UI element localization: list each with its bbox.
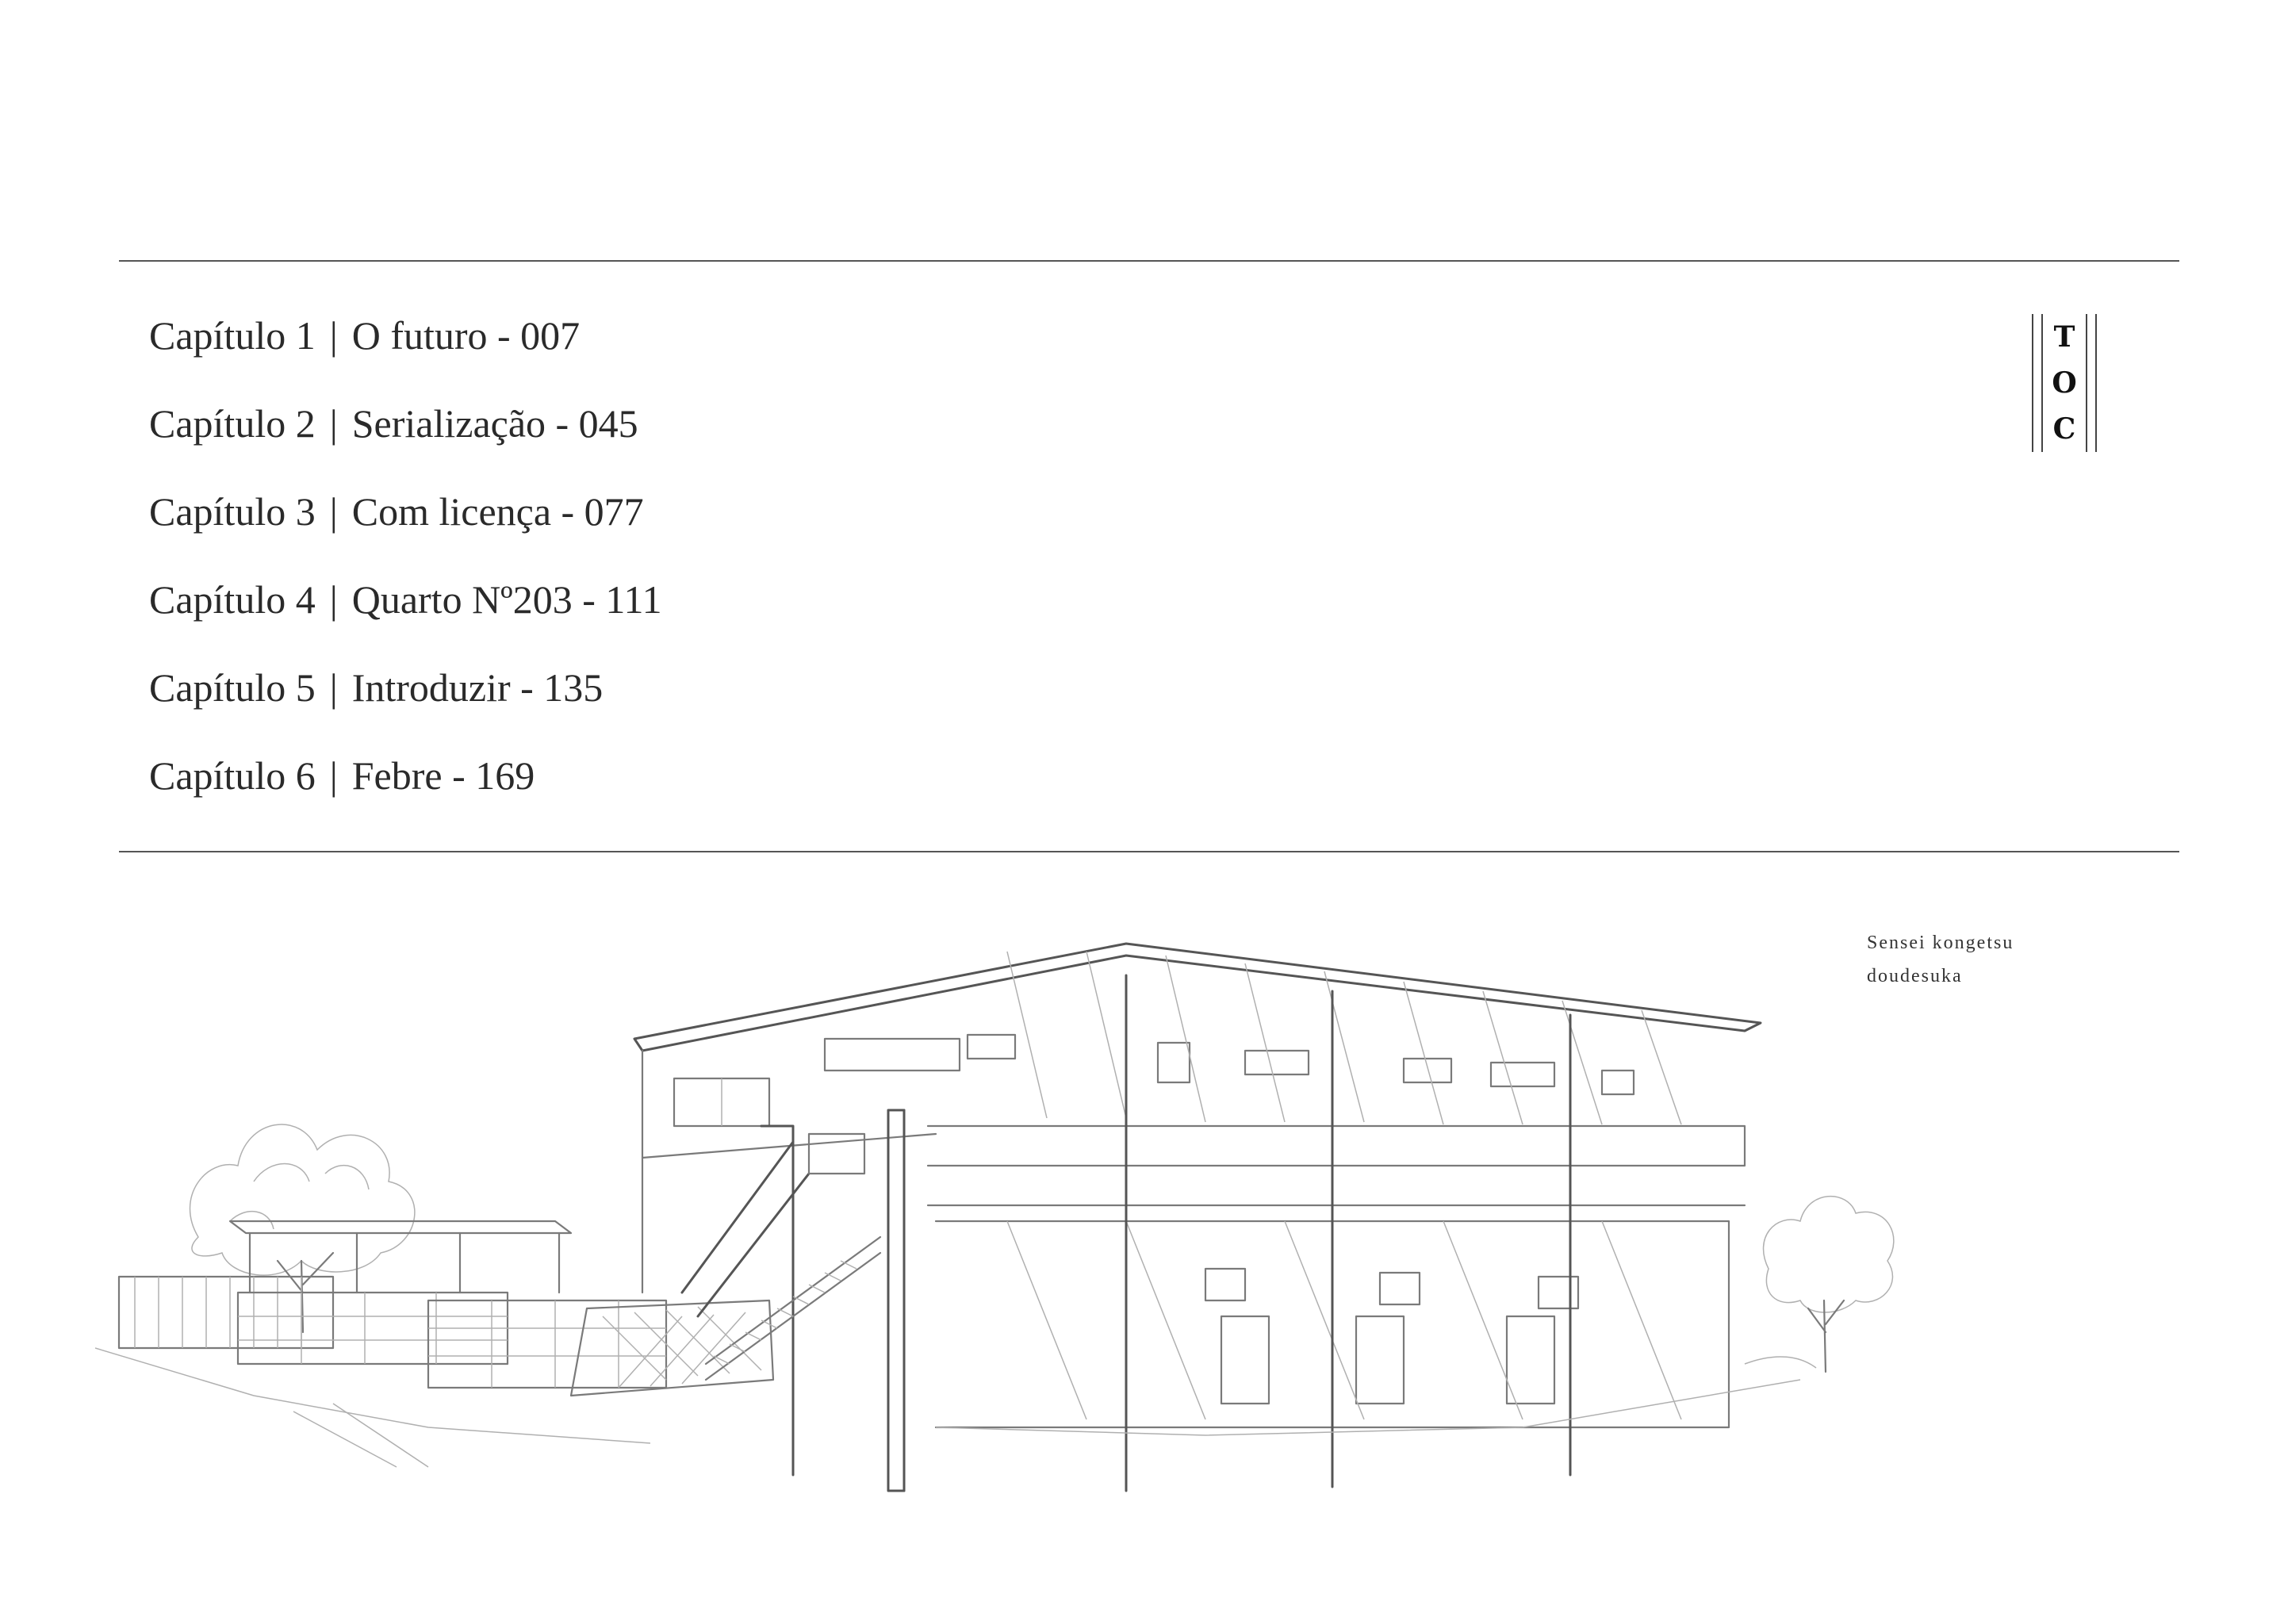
toc-entry-chapter-2[interactable]: Capítulo 2 | Serialização - 045	[149, 393, 662, 481]
toc-badge-letter-t: T	[2053, 320, 2075, 354]
chapter-title: O futuro - 007	[351, 313, 581, 358]
chapter-label: Capítulo 4	[149, 577, 316, 622]
right-tree-sketch	[1744, 1196, 1895, 1373]
toc-entry-chapter-4[interactable]: Capítulo 4 | Quarto Nº203 - 111	[149, 569, 662, 657]
table-of-contents: Capítulo 1 | O futuro - 007 Capítulo 2 | Ser…	[149, 305, 662, 833]
chapter-title: Serialização - 045	[351, 401, 638, 446]
staircase-sketch	[680, 1124, 882, 1477]
left-tree-sketch	[189, 1124, 416, 1334]
toc-badge-inner: T O C	[2041, 314, 2087, 452]
toc-entry-chapter-5[interactable]: Capítulo 5 | Introduzir - 135	[149, 657, 662, 745]
top-divider	[119, 260, 2179, 262]
separator: |	[329, 401, 338, 446]
toc-badge-letter-o: O	[2052, 366, 2077, 400]
building-sketch-svg	[95, 942, 1895, 1492]
bottom-divider	[119, 851, 2179, 852]
ground-sketch	[95, 1347, 1801, 1468]
toc-entry-chapter-3[interactable]: Capítulo 3 | Com licença - 077	[149, 481, 662, 569]
toc-badge: T O C	[2032, 314, 2097, 452]
toc-entry-chapter-1[interactable]: Capítulo 1 | O futuro - 007	[149, 305, 662, 393]
caption-line-1: Sensei kongetsu	[1867, 933, 2014, 953]
left-fence-sketch	[117, 1220, 775, 1397]
chapter-label: Capítulo 5	[149, 665, 316, 710]
caption-line-2: doudesuka	[1867, 966, 1963, 986]
chapter-title: Introduzir - 135	[351, 665, 604, 710]
series-caption: Sensei kongetsu doudesuka	[1867, 926, 2014, 993]
chapter-label: Capítulo 1	[149, 313, 316, 358]
chapter-title: Febre - 169	[351, 753, 535, 798]
chapter-label: Capítulo 6	[149, 753, 316, 798]
apartment-building-sketch	[633, 942, 1762, 1492]
separator: |	[329, 313, 338, 358]
separator: |	[329, 665, 338, 710]
chapter-title: Quarto Nº203 - 111	[351, 577, 662, 622]
toc-badge-letter-c: C	[2052, 412, 2076, 446]
separator: |	[329, 489, 338, 534]
chapter-title: Com licença - 077	[351, 489, 644, 534]
toc-entry-chapter-6[interactable]: Capítulo 6 | Febre - 169	[149, 745, 662, 833]
building-illustration	[95, 920, 1919, 1522]
separator: |	[329, 753, 338, 798]
chapter-label: Capítulo 2	[149, 401, 316, 446]
chapter-label: Capítulo 3	[149, 489, 316, 534]
separator: |	[329, 577, 338, 622]
